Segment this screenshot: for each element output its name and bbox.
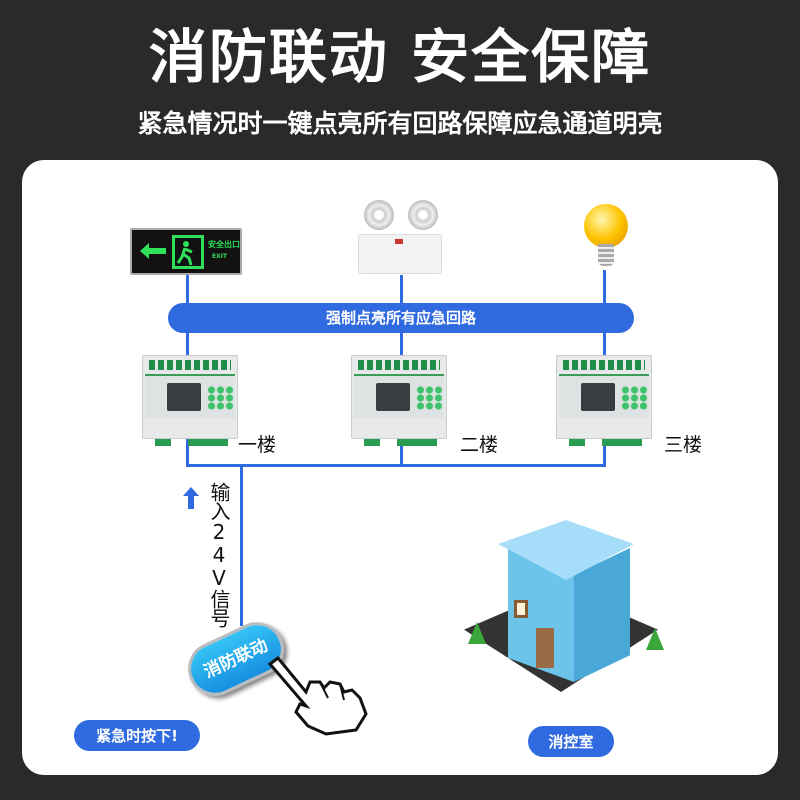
pointing-hand-icon: [267, 655, 368, 736]
lcd-screen: [376, 383, 410, 411]
lcd-screen: [581, 383, 615, 411]
floor-label-3: 三楼: [664, 434, 703, 456]
arrow-up-icon: [183, 487, 199, 509]
exit-sign: 安全出口 EXIT: [130, 228, 242, 275]
emergency-light-body: [358, 234, 442, 274]
relay-module-floor-2: [351, 355, 447, 446]
fire-button-label: 消防联动: [200, 635, 271, 683]
control-buttons: [416, 386, 442, 410]
signal-line: [240, 464, 243, 626]
floor-label-1: 一楼: [238, 434, 277, 456]
emergency-light: [358, 200, 444, 276]
relay-module-floor-1: [142, 355, 238, 446]
exit-sign-text-en: EXIT: [212, 253, 228, 260]
control-room-building-icon: [456, 518, 666, 698]
lamp-head-icon: [408, 200, 438, 230]
floor-label-2: 二楼: [460, 434, 499, 456]
exit-sign-text: 安全出口: [208, 240, 240, 249]
control-buttons: [621, 386, 647, 410]
light-bulb-icon: [584, 204, 628, 274]
page-title: 消防联动 安全保障: [148, 23, 652, 91]
running-man-icon: [172, 235, 204, 269]
control-room-label: 消控室: [528, 726, 614, 757]
lamp-head-icon: [364, 200, 394, 230]
page-subtitle: 紧急情况时一键点亮所有回路保障应急通道明亮: [137, 109, 663, 138]
press-in-emergency-label: 紧急时按下!: [74, 720, 200, 751]
force-on-bus-label: 强制点亮所有应急回路: [168, 303, 634, 333]
relay-module-floor-3: [556, 355, 652, 446]
lcd-screen: [167, 383, 201, 411]
signal-label: 输入24V信号: [207, 482, 231, 627]
arrow-left-icon: [140, 243, 166, 259]
control-buttons: [207, 386, 233, 410]
connector-line: [186, 464, 606, 467]
